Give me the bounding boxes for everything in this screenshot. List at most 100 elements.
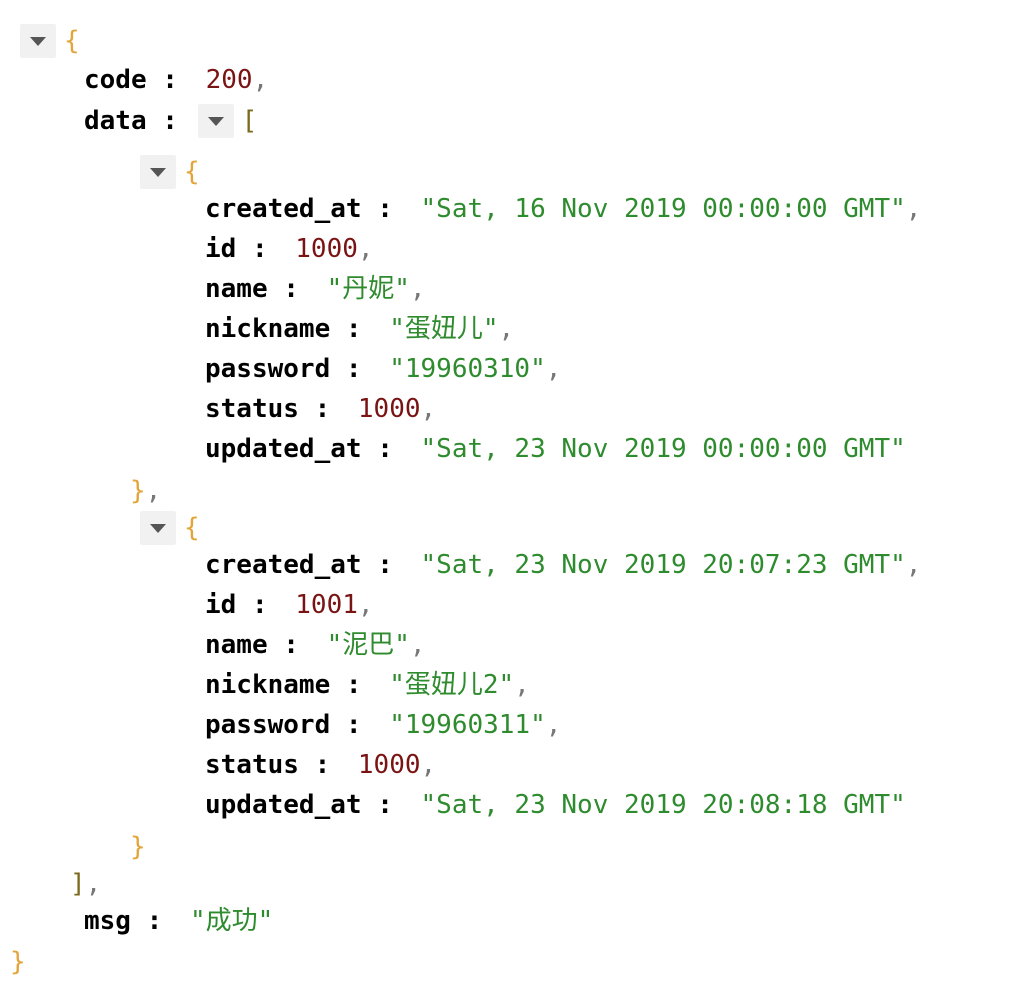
json-separator: : [146,106,194,136]
json-row-data: data : [ [84,104,257,138]
caret-down-icon [150,523,166,533]
json-row-updated-at: updated_at : "Sat, 23 Nov 2019 00:00:00 … [205,432,906,466]
json-row-nickname: nickname : "蛋妞儿2", [205,668,530,702]
json-comma: , [409,274,426,304]
json-separator: : [361,550,409,580]
json-root-close-line: } [10,945,26,979]
json-comma: , [85,869,102,899]
json-key: msg [84,906,131,936]
json-row-id: id : 1001, [205,588,374,622]
json-key: created_at [205,550,362,580]
json-row-password: password : "19960310", [205,352,561,386]
json-key: updated_at [205,434,362,464]
json-key: password [205,354,331,384]
caret-down-icon [150,167,166,177]
json-key: id [205,234,237,264]
json-value: 200 [205,65,253,95]
json-separator: : [236,590,284,620]
json-value: "Sat, 23 Nov 2019 20:07:23 GMT" [420,550,906,580]
collapse-toggle-item-1[interactable] [140,511,176,545]
json-key: password [205,710,331,740]
json-comma: , [545,354,562,384]
json-separator: : [361,434,409,464]
json-value: "蛋妞儿" [389,314,499,344]
json-separator: : [267,274,315,304]
json-item-0-close-line: }, [130,474,161,508]
json-comma: , [357,234,374,264]
json-row-status: status : 1000, [205,748,436,782]
json-row-created-at: created_at : "Sat, 23 Nov 2019 20:07:23 … [205,548,921,582]
json-key: status [205,394,299,424]
json-key: status [205,750,299,780]
json-value: "Sat, 16 Nov 2019 00:00:00 GMT" [420,194,906,224]
json-comma: , [409,630,426,660]
json-comma: , [905,194,922,224]
json-key: name [205,630,268,660]
json-comma: , [420,750,437,780]
json-comma: , [357,590,374,620]
json-key: data [84,106,147,136]
json-row-code: code : 200, [84,63,268,97]
json-key: nickname [205,314,331,344]
json-key: nickname [205,670,331,700]
json-value: "泥巴" [326,630,410,660]
json-row-msg: msg : "成功" [84,904,273,938]
json-data-close-line: ], [70,867,101,901]
json-separator: : [330,670,378,700]
json-value: 1000 [295,234,358,264]
json-value: 1001 [295,590,358,620]
json-value: "19960311" [389,710,546,740]
json-value: "Sat, 23 Nov 2019 00:00:00 GMT" [420,434,906,464]
json-key: updated_at [205,790,362,820]
json-value: "19960310" [389,354,546,384]
json-comma: , [145,476,162,506]
json-value: "Sat, 23 Nov 2019 20:08:18 GMT" [420,790,906,820]
json-value: 1000 [357,394,421,424]
item-open-brace: { [184,157,200,187]
collapse-toggle-item-0[interactable] [140,155,176,189]
caret-down-icon [207,116,224,126]
json-separator: : [298,750,346,780]
json-row-id: id : 1000, [205,232,374,266]
item-open-brace: { [184,513,200,543]
json-comma: , [514,670,530,700]
json-comma: , [905,550,922,580]
json-item-1-close-line: } [130,830,146,864]
json-row-nickname: nickname : "蛋妞儿", [205,312,514,346]
json-comma: , [498,314,515,344]
json-comma: , [252,65,269,95]
json-separator: : [267,630,315,660]
json-row-updated-at: updated_at : "Sat, 23 Nov 2019 20:08:18 … [205,788,906,822]
json-row-password: password : "19960311", [205,708,561,742]
data-close-bracket: ] [70,869,86,899]
json-separator: : [330,354,378,384]
item-close-brace: } [130,832,146,862]
collapse-toggle-data[interactable] [197,104,234,138]
json-row-name: name : "丹妮", [205,272,426,306]
json-comma: , [420,394,437,424]
json-separator: : [361,790,409,820]
json-row-name: name : "泥巴", [205,628,426,662]
root-close-brace: } [10,947,26,977]
json-item-0-open-line: { [140,155,200,189]
json-value: "成功" [189,906,274,936]
collapse-toggle-root[interactable] [20,24,56,58]
json-separator: : [130,906,178,936]
json-key: created_at [205,194,362,224]
json-separator: : [146,65,194,95]
data-open-bracket: [ [241,106,258,136]
json-root-open-line: { [20,24,80,58]
json-item-1-open-line: { [140,511,200,545]
json-separator: : [298,394,346,424]
json-key: code [84,65,147,95]
root-open-brace: { [64,26,80,56]
json-separator: : [361,194,409,224]
json-key: id [205,590,237,620]
caret-down-icon [30,36,46,46]
json-separator: : [330,314,378,344]
json-comma: , [545,710,562,740]
json-value: "蛋妞儿2" [389,670,515,700]
json-value: 1000 [357,750,421,780]
json-row-created-at: created_at : "Sat, 16 Nov 2019 00:00:00 … [205,192,921,226]
json-separator: : [330,710,378,740]
